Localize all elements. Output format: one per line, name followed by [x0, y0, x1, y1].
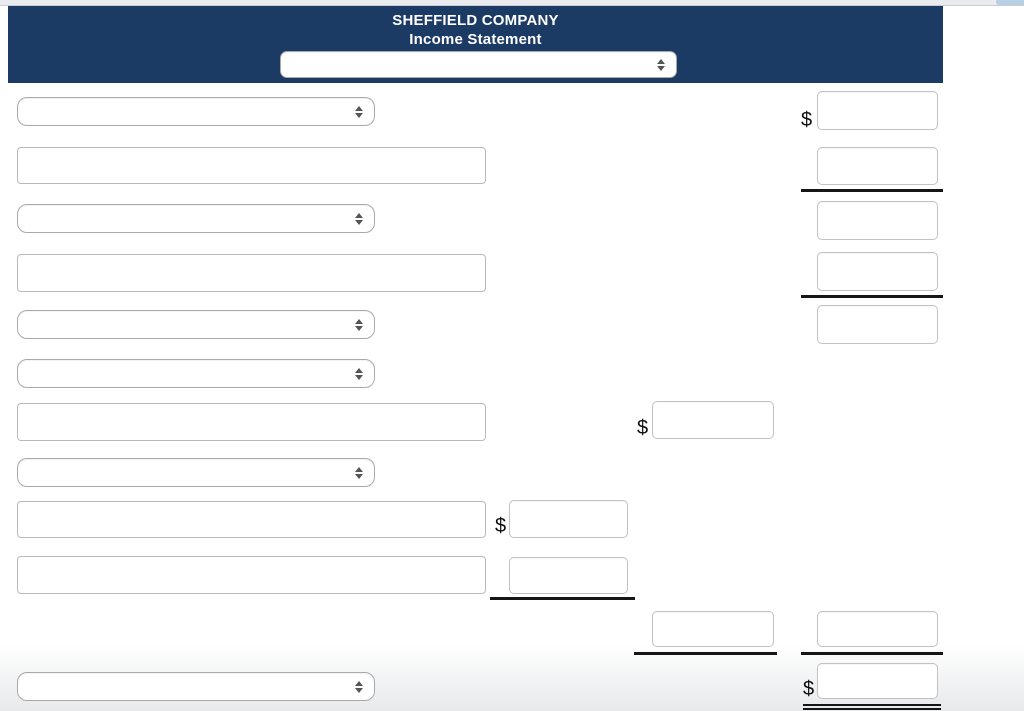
row10-account-input[interactable] [17, 556, 486, 594]
up-down-arrows-icon [657, 58, 665, 71]
row11-right-amount-input[interactable] [817, 611, 938, 647]
row2-subtotal-rule [801, 189, 943, 192]
statement-header: SHEFFIELD COMPANY Income Statement [8, 6, 943, 83]
row2-account-input[interactable] [17, 147, 486, 184]
row3-category-select[interactable] [17, 204, 375, 233]
row12-dollar-sign: $ [803, 678, 815, 700]
row12-total-rule-top [803, 704, 941, 706]
row10-subtotal-rule [490, 597, 635, 600]
row9-account-input[interactable] [17, 501, 486, 538]
up-down-arrows-icon [355, 466, 363, 479]
row11-right-subtotal-rule [801, 652, 943, 655]
row8-category-select[interactable] [17, 458, 375, 487]
scrollbar-fragment [996, 0, 1024, 5]
row10-amount-input[interactable] [509, 557, 628, 594]
row1-amount-input[interactable] [817, 91, 938, 130]
up-down-arrows-icon [355, 367, 363, 380]
row9-dollar-sign: $ [495, 515, 507, 537]
row4-subtotal-rule [801, 295, 943, 298]
up-down-arrows-icon [355, 680, 363, 693]
statement-title: Income Statement [409, 31, 542, 48]
row12-amount-input[interactable] [817, 663, 938, 699]
row11-middle-amount-input[interactable] [652, 611, 774, 647]
row4-account-input[interactable] [17, 254, 486, 292]
row1-category-select[interactable] [17, 97, 375, 126]
top-edge-strip [0, 0, 1024, 6]
row4-amount-input[interactable] [817, 252, 938, 291]
row6-category-select[interactable] [17, 359, 375, 388]
row11-middle-subtotal-rule [634, 652, 777, 655]
row1-dollar-sign: $ [801, 109, 813, 131]
row9-amount-input[interactable] [509, 500, 628, 538]
row5-category-select[interactable] [17, 310, 375, 339]
row7-amount-input[interactable] [652, 401, 774, 439]
row7-account-input[interactable] [17, 403, 486, 441]
row2-amount-input[interactable] [817, 147, 938, 185]
row12-total-rule-bottom [803, 708, 941, 710]
row3-amount-input[interactable] [817, 201, 938, 240]
row5-amount-input[interactable] [817, 305, 938, 344]
up-down-arrows-icon [355, 105, 363, 118]
up-down-arrows-icon [355, 212, 363, 225]
up-down-arrows-icon [355, 318, 363, 331]
period-select[interactable] [280, 51, 677, 78]
row7-dollar-sign: $ [637, 417, 649, 439]
row12-category-select[interactable] [17, 672, 375, 701]
company-name: SHEFFIELD COMPANY [392, 12, 559, 29]
